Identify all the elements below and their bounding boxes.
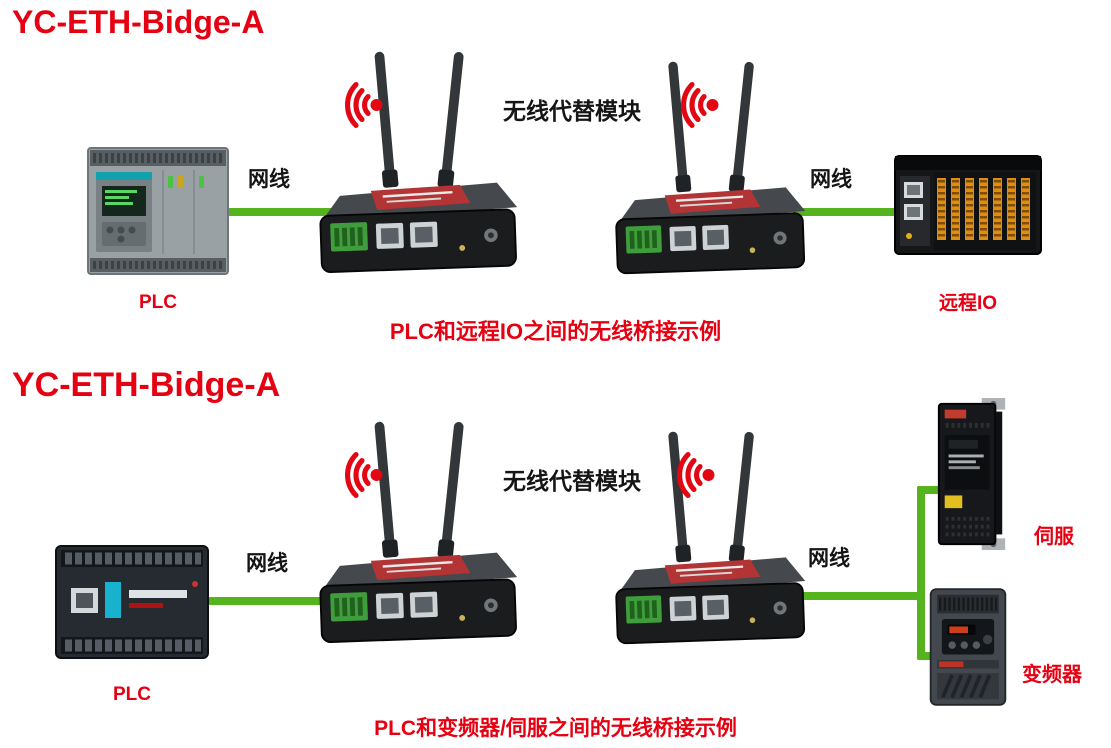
product-title-bottom: YC-ETH-Bidge-A [12,366,281,404]
wifi-signal-icon [662,446,726,504]
cable-label: 网线 [810,168,852,191]
remote-io-device [892,150,1044,262]
diagram-caption-bottom: PLC和变频器/伺服之间的无线桥接示例 [374,717,737,740]
plc-label: PLC [139,292,177,313]
cable-label: 网线 [246,552,288,575]
ethernet-cable-line [793,592,925,600]
servo-drive-device [933,396,1011,552]
cable-label: 网线 [808,547,850,570]
wireless-module-label: 无线代替模块 [503,98,641,124]
wifi-signal-icon [666,76,730,134]
wifi-signal-icon [330,446,394,504]
ethernet-cable-line [208,597,338,605]
inverter-device [926,582,1010,712]
wireless-module-label: 无线代替模块 [503,468,641,494]
cable-label: 网线 [248,168,290,191]
ethernet-cable-line [228,208,340,216]
remote-io-label: 远程IO [938,293,998,314]
plc-device [53,540,211,664]
servo-label: 伺服 [1034,526,1074,548]
plc-device [83,136,233,288]
ethernet-cable-stub-servo [917,486,951,494]
product-title-top: YC-ETH-Bidge-A [12,4,265,40]
inverter-label: 变频器 [1022,664,1082,686]
ethernet-cable-line-vertical [917,486,925,660]
plc-label: PLC [113,684,151,705]
ethernet-cable-line [793,208,903,216]
wifi-signal-icon [330,76,394,134]
diagram-caption-top: PLC和远程IO之间的无线桥接示例 [389,319,722,344]
